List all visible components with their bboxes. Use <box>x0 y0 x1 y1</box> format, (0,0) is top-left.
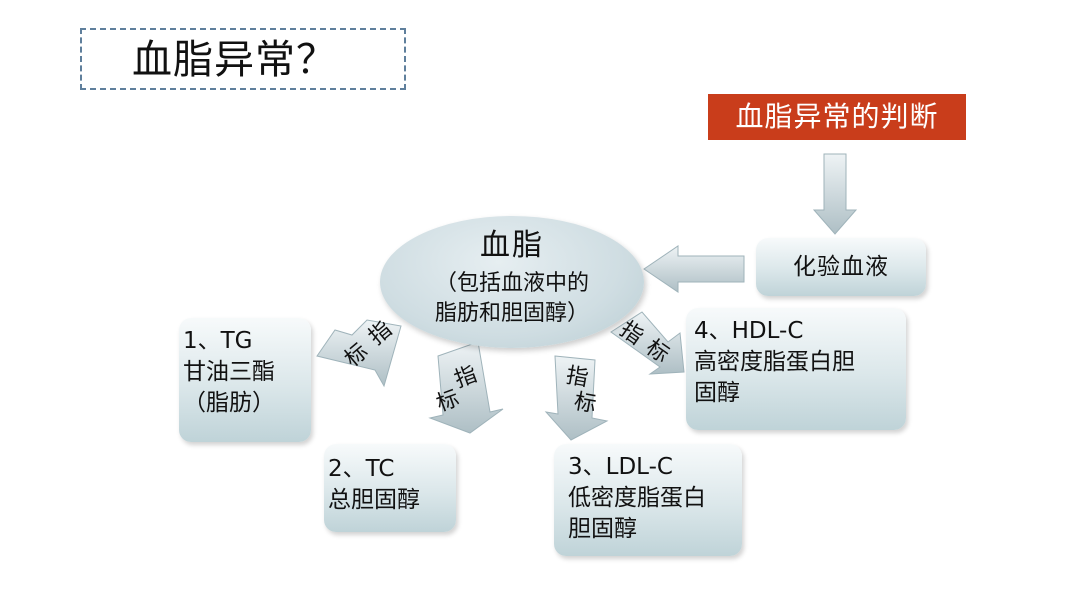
center-subtitle-line1: （包括血液中的 <box>434 271 589 296</box>
arrow-to-tc <box>428 341 504 434</box>
tg-line3: （脂肪） <box>183 390 275 416</box>
ldl-line2: 低密度脂蛋白 <box>568 485 706 511</box>
arrow-to-hdl <box>610 311 685 375</box>
center-title: 血脂 <box>480 228 544 263</box>
tc-line2: 总胆固醇 <box>328 487 420 513</box>
judgement-banner: 血脂异常的判断 <box>708 94 966 140</box>
down-arrow <box>812 153 858 235</box>
ldl-line3: 胆固醇 <box>568 516 637 542</box>
tg-box: 1、TG 甘油三酯 （脂肪） <box>179 318 311 442</box>
hdl-line1: 4、HDL-C <box>694 318 804 344</box>
tc-box: 2、TC 总胆固醇 <box>324 444 456 532</box>
arrow-to-tg <box>316 319 402 388</box>
tg-line2: 甘油三酯 <box>183 359 275 385</box>
tg-line1: 1、TG <box>183 328 253 354</box>
blood-test-box: 化验血液 <box>756 238 926 296</box>
arrow-ldl-char2: 标 <box>572 389 599 418</box>
hdl-box: 4、HDL-C 高密度脂蛋白胆 固醇 <box>686 308 906 430</box>
center-oval <box>380 216 644 348</box>
hdl-line3: 固醇 <box>694 380 740 406</box>
tc-line1: 2、TC <box>328 456 395 482</box>
title-frame <box>80 28 406 90</box>
center-subtitle-line2: 脂肪和胆固醇） <box>434 301 589 326</box>
ldl-line1: 3、LDL-C <box>568 454 673 480</box>
arrow-to-ldl <box>544 355 609 441</box>
left-arrow <box>643 245 745 293</box>
hdl-line2: 高密度脂蛋白胆 <box>694 349 855 375</box>
ldl-box: 3、LDL-C 低密度脂蛋白 胆固醇 <box>554 444 742 556</box>
arrow-ldl-char1: 指 <box>564 363 591 392</box>
page-title: 血脂异常？ <box>132 37 337 83</box>
